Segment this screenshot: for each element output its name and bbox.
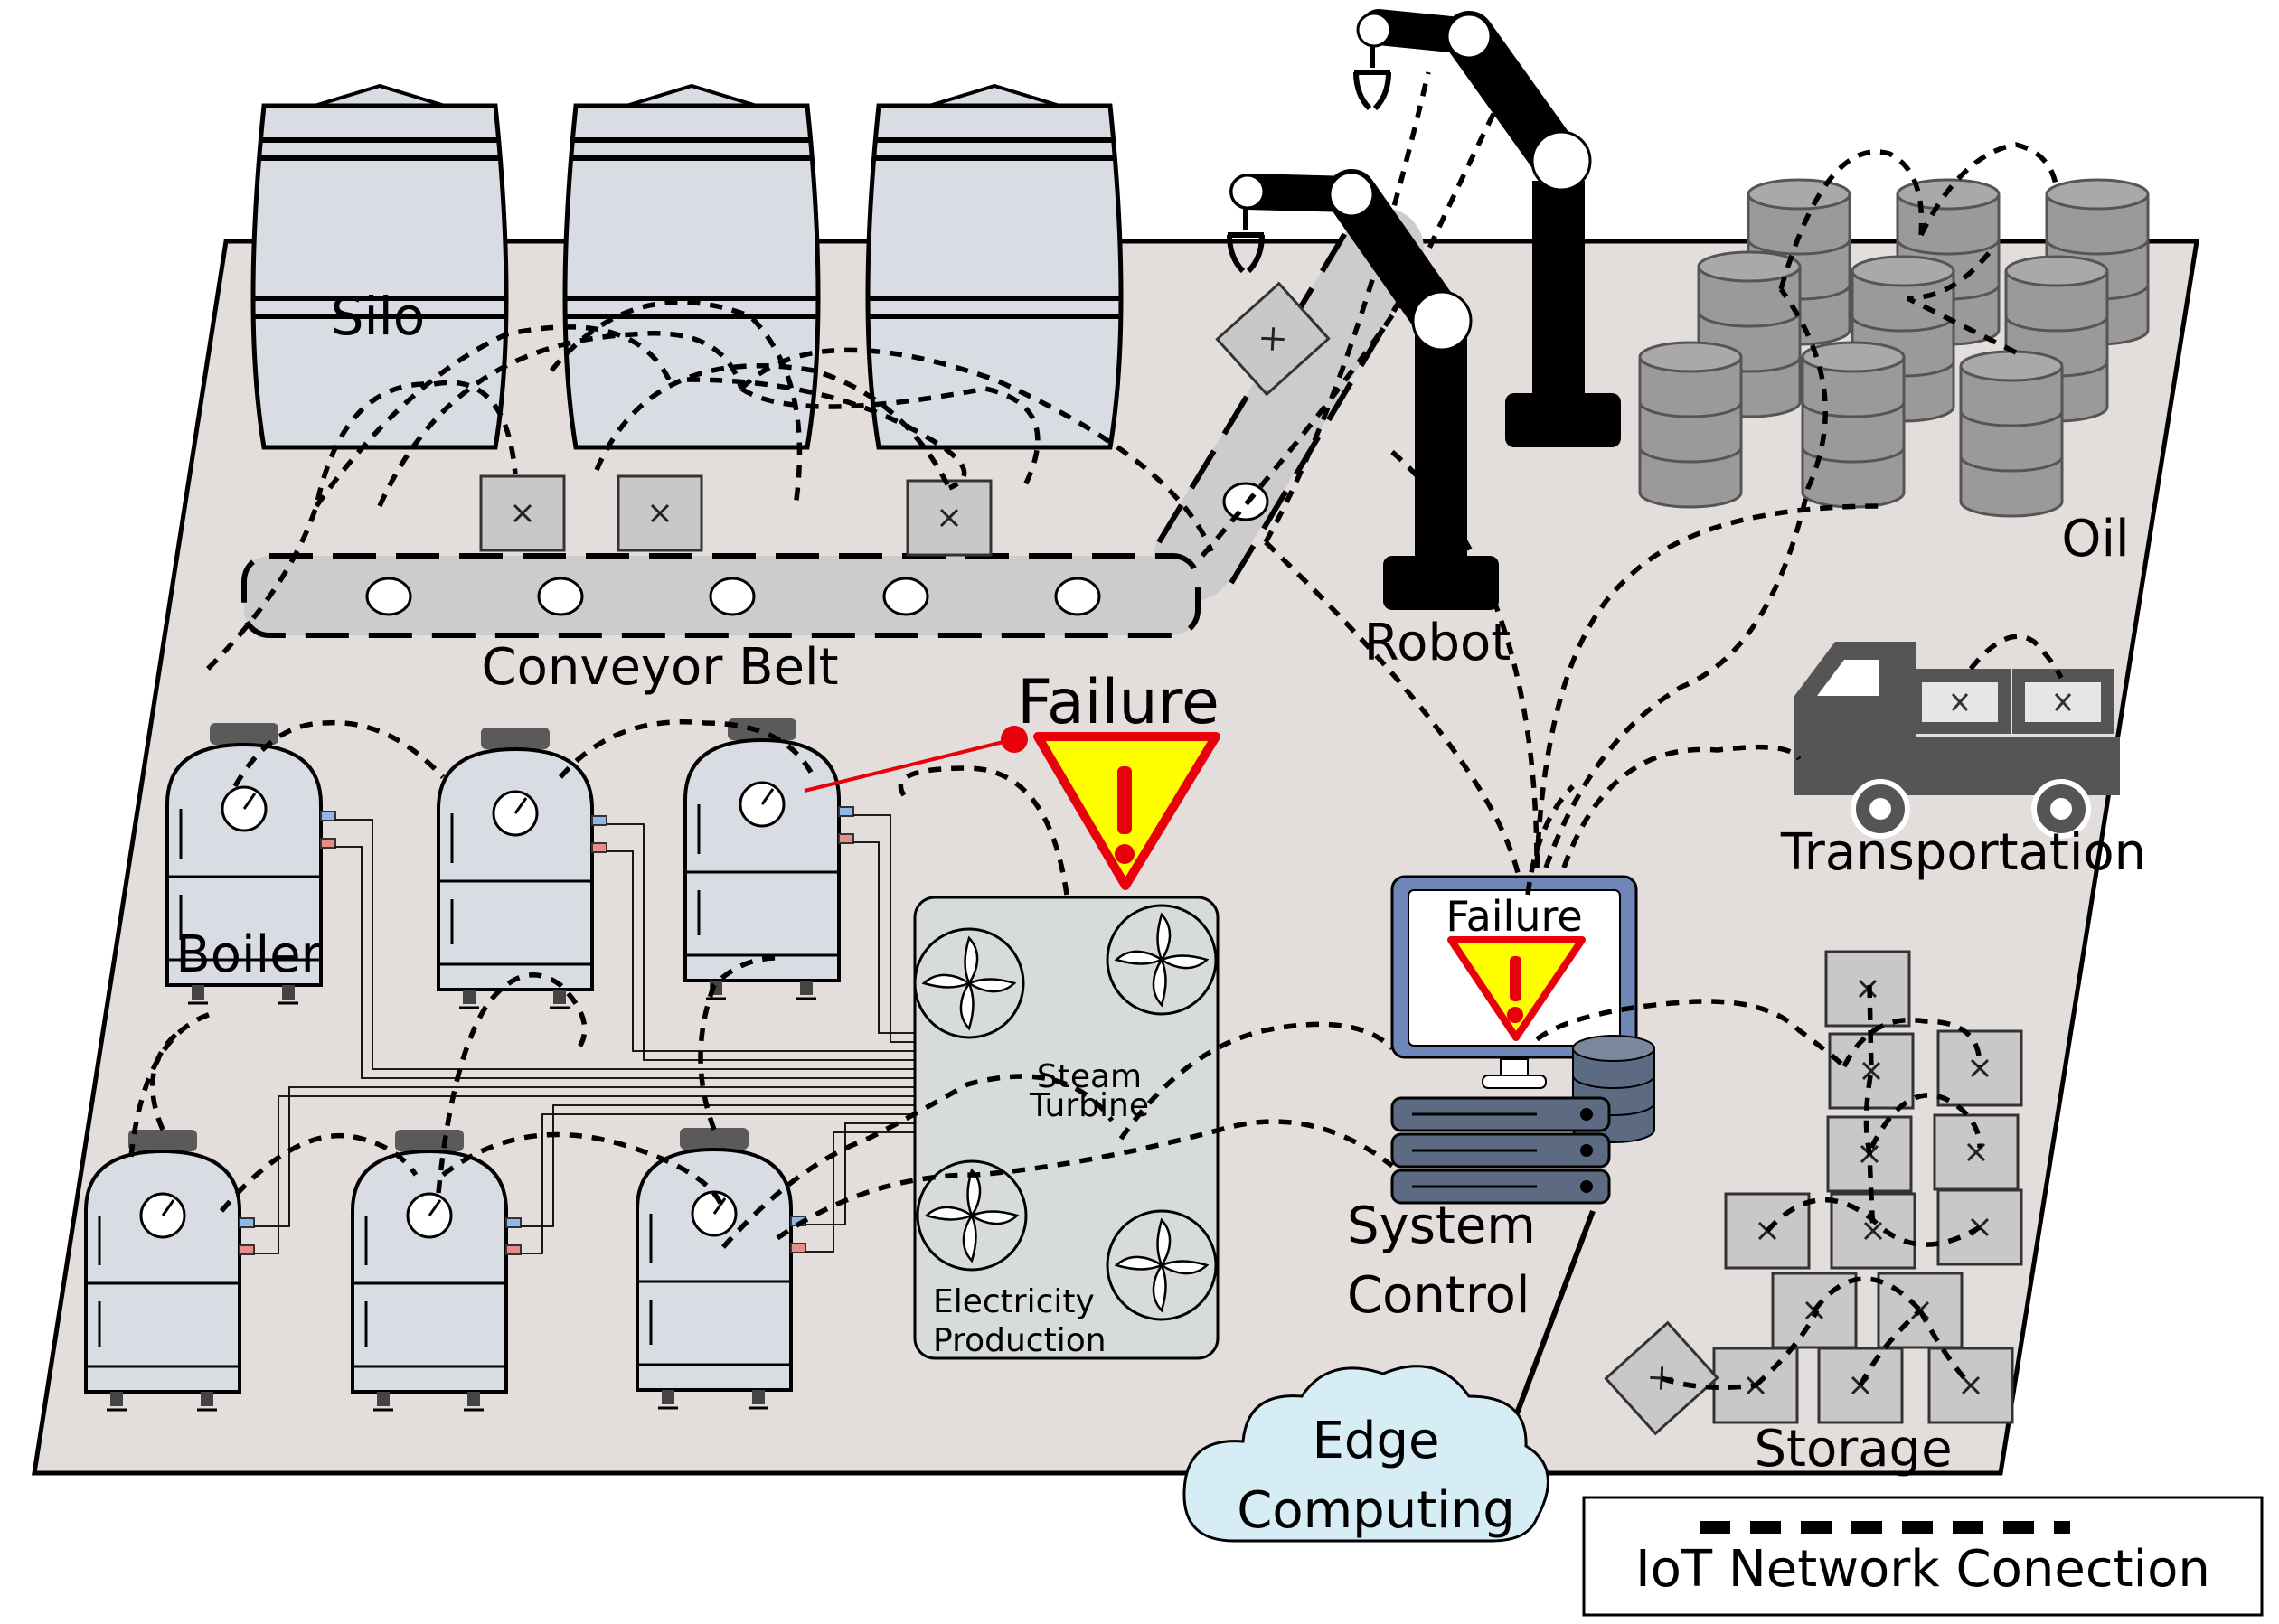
robot-arm-back bbox=[1353, 9, 1621, 447]
steam-turbine-label-1: Steam bbox=[1037, 1058, 1142, 1095]
failure-label: Failure bbox=[1017, 667, 1220, 738]
failure-pointer-line bbox=[804, 737, 1015, 793]
conveyor-belt bbox=[241, 208, 1424, 638]
storage-label: Storage bbox=[1754, 1420, 1952, 1478]
warning-triangle-icon bbox=[1447, 936, 1586, 1041]
steam-turbine-label-2: Turbine bbox=[1029, 1087, 1149, 1124]
edge-computing-label-1: Edge bbox=[1313, 1412, 1440, 1470]
box-x-icon bbox=[617, 474, 703, 552]
fan-icon bbox=[1106, 904, 1218, 1016]
box-x-icon bbox=[479, 474, 566, 552]
silo-2 bbox=[565, 86, 818, 447]
warning-triangle-icon bbox=[1033, 732, 1220, 890]
fan-icon bbox=[1106, 1209, 1218, 1321]
system-control-label-2: Control bbox=[1347, 1266, 1530, 1325]
iot-network-connections bbox=[128, 71, 2064, 1390]
edge-computing-cloud bbox=[1182, 1365, 1549, 1543]
boiler-pipes bbox=[254, 814, 915, 1254]
conveyor-belt-label: Conveyor Belt bbox=[481, 638, 838, 697]
robot-label: Robot bbox=[1364, 614, 1511, 672]
legend: IoT Network Conection bbox=[1582, 1496, 2264, 1617]
transportation-label: Transportation bbox=[1780, 823, 2146, 882]
monitor-failure-label: Failure bbox=[1446, 892, 1582, 941]
silo-label: Silo bbox=[331, 286, 426, 347]
electricity-label-2: Production bbox=[933, 1322, 1107, 1359]
system-control-label-1: System bbox=[1347, 1197, 1536, 1255]
truck bbox=[1794, 642, 2120, 839]
boiler-label: Boiler bbox=[175, 925, 322, 984]
robot-arm-front bbox=[1227, 169, 1499, 610]
legend-text: IoT Network Conection bbox=[1635, 1540, 2210, 1599]
silo-1 bbox=[253, 86, 506, 447]
box-x-icon bbox=[906, 479, 993, 557]
edge-link-line bbox=[1509, 1209, 1596, 1430]
server-rack-icon bbox=[1390, 1096, 1611, 1205]
fan-icon bbox=[913, 927, 1025, 1039]
edge-computing-label-2: Computing bbox=[1237, 1481, 1515, 1540]
electricity-label-1: Electricity bbox=[933, 1283, 1095, 1320]
oil-label: Oil bbox=[2061, 510, 2129, 568]
failure-pointer-dot bbox=[1001, 726, 1028, 753]
